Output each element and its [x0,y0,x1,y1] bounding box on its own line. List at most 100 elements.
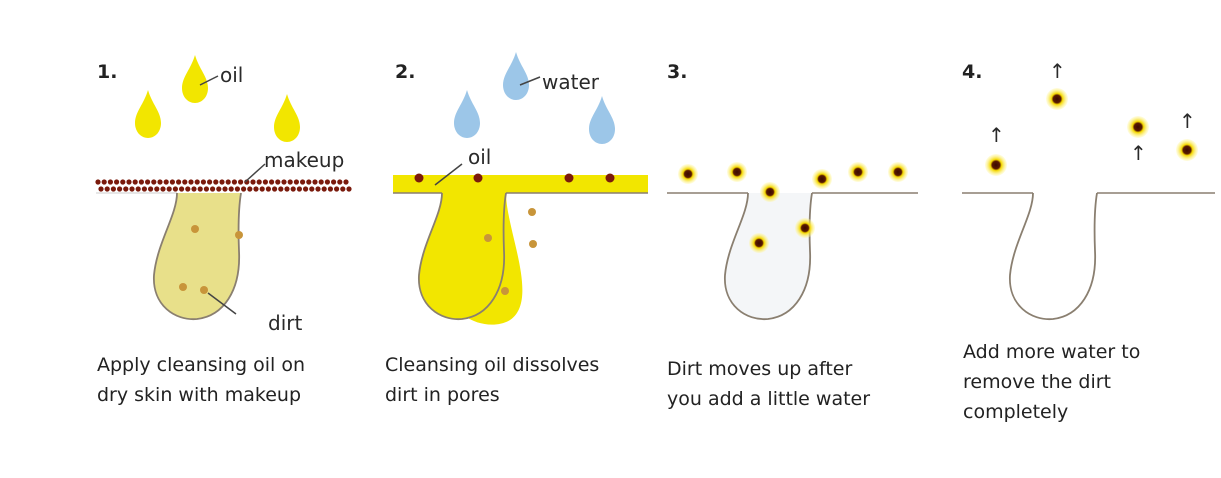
makeup-dot [290,186,296,192]
step-number: 3. [667,61,687,83]
makeup-dot [141,186,147,192]
pore [723,192,813,321]
makeup-dot [114,179,120,185]
step-1-panel: 1. oil makeup dirt [95,55,352,335]
makeup-dot [216,186,222,192]
makeup-dot [117,186,123,192]
makeup-dot [324,179,330,185]
makeup-dot [346,186,352,192]
step-3-panel: 3. [667,61,918,321]
up-arrow-icon: ↑ [1179,109,1196,133]
up-arrow-icon: ↑ [1049,59,1066,83]
pore [1008,192,1098,321]
makeup-dot [172,186,178,192]
makeup-particles [414,173,615,183]
makeup-dot [293,179,299,185]
makeup-dot [272,186,278,192]
makeup-dot [182,179,188,185]
makeup-dot [145,179,151,185]
makeup-dot [169,179,175,185]
step-4-caption: Add more water to remove the dirt comple… [963,337,1140,427]
caption-line: Cleansing oil dissolves [385,354,600,376]
makeup-dot [210,186,216,192]
step-number: 1. [97,61,117,83]
step-2-caption: Cleansing oil dissolves dirt in pores [385,350,599,410]
makeup-dot [95,179,101,185]
makeup-dot [296,186,302,192]
makeup-dot [269,179,275,185]
makeup-dot [321,186,327,192]
water-label: water [542,70,600,94]
caption-line: completely [963,401,1069,423]
water-drop-icon [589,96,615,144]
makeup-dot [104,186,110,192]
makeup-dot [312,179,318,185]
makeup-dot [315,186,321,192]
step-2-panel: 2. water oil [393,52,648,325]
makeup-dot [284,186,290,192]
makeup-dot [101,179,107,185]
makeup-dot [151,179,157,185]
makeup-dot [135,186,141,192]
dirt-particles [484,208,537,295]
makeup-dot [157,179,163,185]
step-4-panel: 4. ↑ ↑ ↑ ↑ [962,59,1215,321]
makeup-dot [303,186,309,192]
makeup-dot [123,186,129,192]
makeup-dot [160,186,166,192]
makeup-dot [343,179,349,185]
makeup-dot [234,186,240,192]
oil-label: oil [220,63,243,87]
step-1-caption: Apply cleansing oil on dry skin with mak… [97,350,305,410]
caption-line: Add more water to [963,341,1141,363]
makeup-dot [318,179,324,185]
pore [417,192,507,321]
makeup-dot [191,186,197,192]
oil-drop-icon [182,55,208,103]
makeup-dot [228,186,234,192]
caption-line: Apply cleansing oil on [97,354,305,376]
makeup-dot [213,179,219,185]
makeup-dot [253,186,259,192]
makeup-dot [337,179,343,185]
makeup-dot [259,186,265,192]
makeup-dot [179,186,185,192]
makeup-dot [110,186,116,192]
makeup-dot [185,186,191,192]
up-arrow-icon: ↑ [988,123,1005,147]
makeup-dot [306,179,312,185]
makeup-dot [126,179,132,185]
dirt-particles [678,162,908,253]
makeup-dot [300,179,306,185]
makeup-dot [262,179,268,185]
pore [152,192,242,321]
makeup-dot [166,186,172,192]
makeup-dot [241,186,247,192]
makeup-dot [275,179,281,185]
makeup-dot [200,179,206,185]
makeup-dot [163,179,169,185]
caption-line: you add a little water [667,388,871,410]
makeup-dot [278,186,284,192]
water-drop-icon [454,90,480,138]
makeup-dot [138,179,144,185]
dirt-label: dirt [268,311,302,335]
makeup-dot [340,186,346,192]
makeup-layer [95,179,352,192]
makeup-dot [203,186,209,192]
makeup-dot [188,179,194,185]
step-3-caption: Dirt moves up after you add a little wat… [667,354,870,414]
makeup-dot [148,186,154,192]
makeup-dot [98,186,104,192]
water-drop-icon [503,52,529,100]
oil-drop-icon [135,90,161,138]
makeup-dot [247,186,253,192]
makeup-dot [222,186,228,192]
makeup-dot [207,179,213,185]
makeup-dot [256,179,262,185]
makeup-dot [281,179,287,185]
makeup-dot [154,186,160,192]
makeup-dot [107,179,113,185]
